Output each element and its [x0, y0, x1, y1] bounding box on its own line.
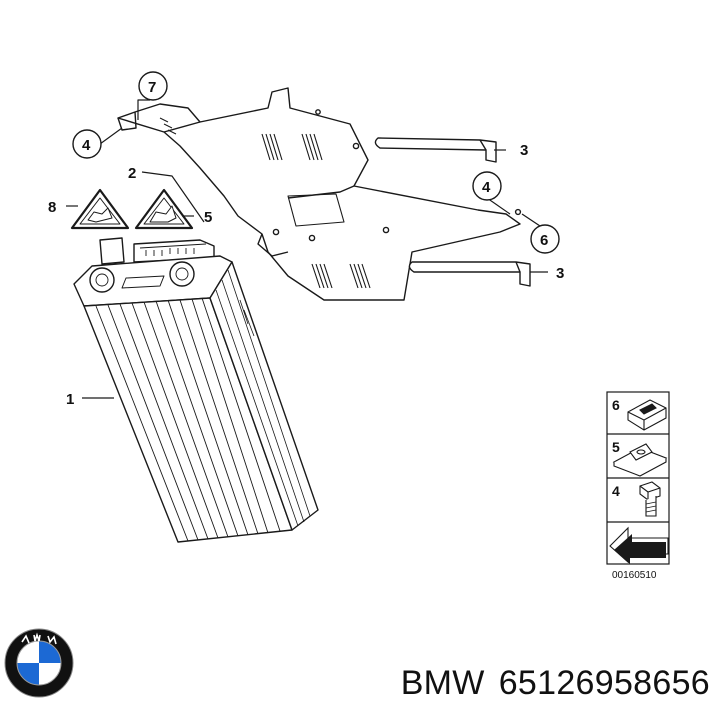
callout-2: 2 [128, 165, 136, 182]
warning-label-electrical [134, 188, 194, 230]
leader-lines [66, 99, 548, 399]
direction-arrow-icon [609, 526, 669, 564]
rubber-strip-lower [408, 261, 531, 287]
rubber-strip-upper [374, 137, 497, 163]
part-number: 65126958656 [498, 664, 710, 702]
speed-nut-icon [612, 443, 668, 477]
legend-label-5: 5 [612, 439, 620, 455]
callout-circle-4a [72, 129, 102, 159]
legend-label-4: 4 [612, 483, 620, 499]
callout-4b: 4 [482, 179, 491, 196]
hardware-legend: 6 5 4 00160510 [606, 391, 670, 581]
callout-1: 1 [66, 391, 74, 408]
mounting-bracket [117, 87, 522, 301]
amplifier-unit [73, 237, 319, 543]
part-title: BMW 65126958656 [401, 664, 710, 703]
brand-name: BMW [400, 664, 485, 702]
callout-7: 5 [204, 209, 212, 226]
callout-circle-6 [530, 224, 560, 254]
callout-8: 8 [48, 199, 56, 216]
callout-circle-4b [472, 171, 502, 201]
bmw-logo-icon [4, 628, 74, 698]
callout-6: 6 [540, 232, 548, 249]
callout-3-lower: 3 [556, 265, 564, 282]
callout-circle-5 [138, 71, 168, 101]
warning-label-hot-surface [70, 188, 130, 230]
callout-5: 7 [148, 79, 156, 96]
callout-3-upper: 3 [520, 142, 528, 159]
callout-4a: 4 [82, 137, 91, 154]
diagram-code: 00160510 [612, 570, 657, 581]
legend-label-6: 6 [612, 397, 620, 413]
bolt-icon [639, 481, 661, 517]
clip-nut-icon [627, 399, 667, 431]
